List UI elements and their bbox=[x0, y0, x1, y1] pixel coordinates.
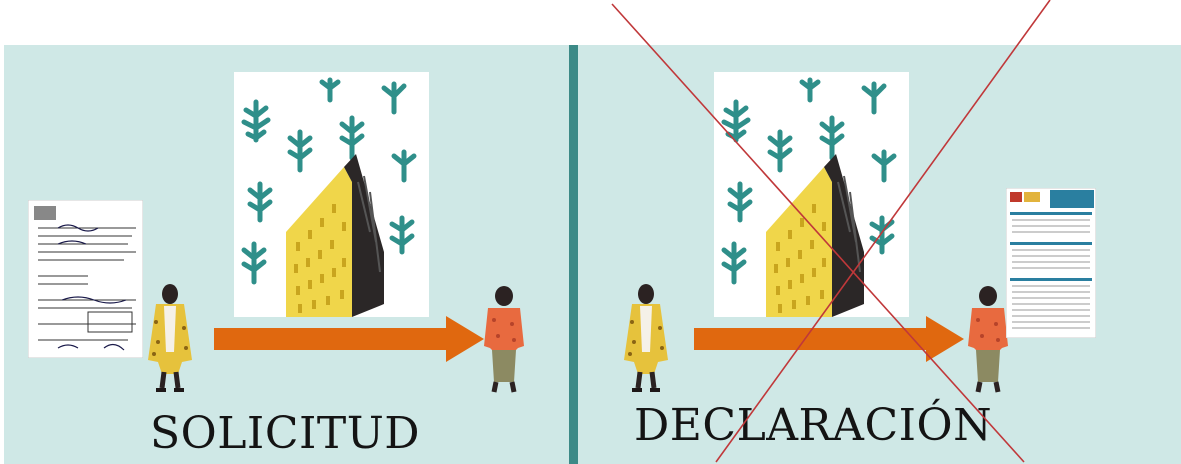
solicitud-caption: SOLICITUD bbox=[150, 408, 421, 459]
printed-cadastral-declaration-form-icon bbox=[1006, 188, 1096, 338]
person-in-yellow-coat-icon bbox=[138, 282, 198, 392]
person-in-red-jacket-icon bbox=[962, 284, 1012, 394]
handwritten-application-form-icon bbox=[28, 200, 143, 358]
yellow-house-illustration-icon bbox=[234, 72, 429, 317]
person-in-red-jacket-icon bbox=[478, 284, 528, 394]
panel-divider bbox=[569, 45, 578, 464]
declaracion-caption: DECLARACIÓN bbox=[634, 400, 993, 451]
person-in-yellow-coat-icon bbox=[614, 282, 674, 392]
yellow-house-illustration-icon bbox=[714, 72, 909, 317]
right-arrow-icon bbox=[694, 316, 964, 362]
right-arrow-icon bbox=[214, 316, 484, 362]
